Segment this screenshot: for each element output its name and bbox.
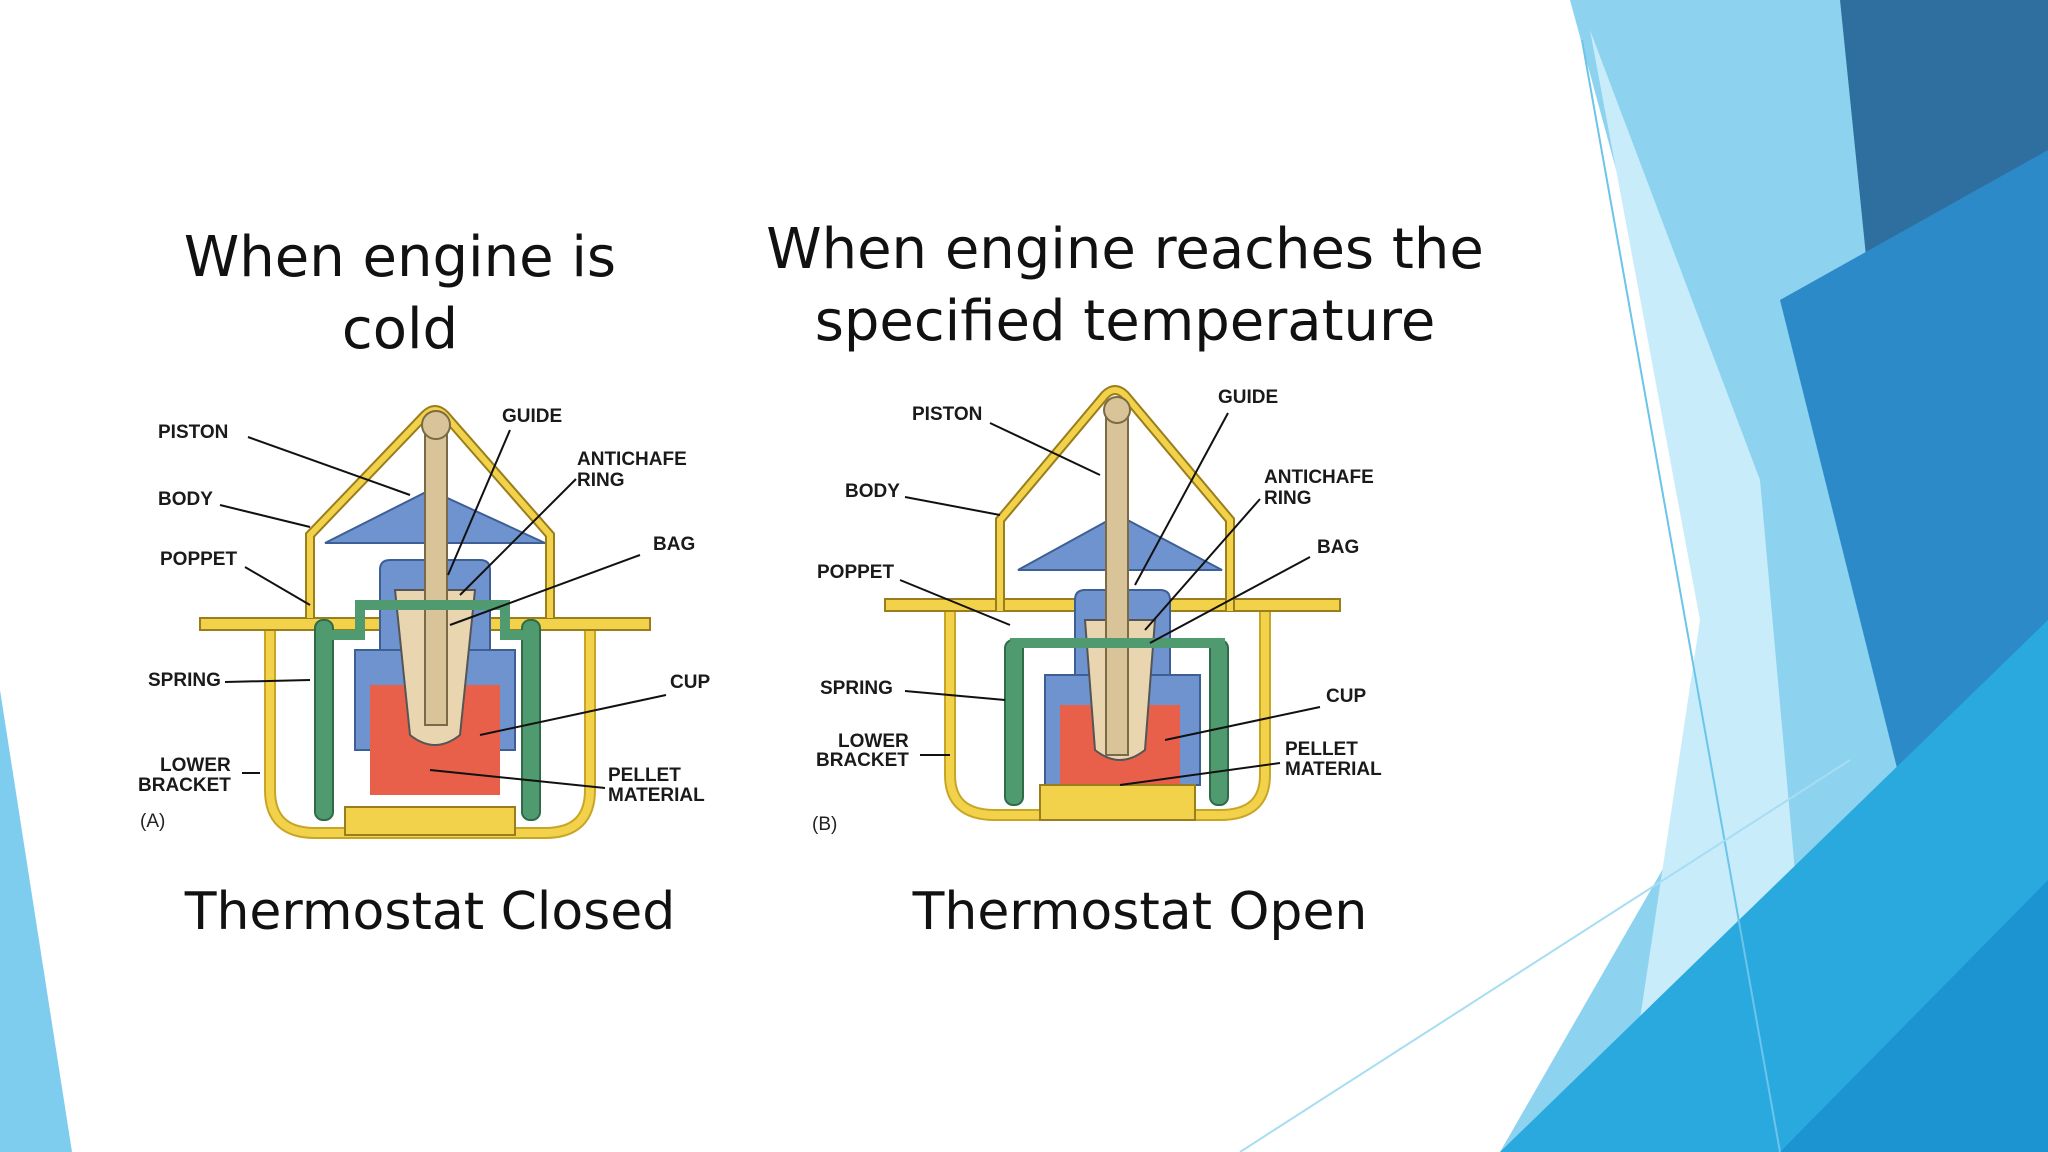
piston-rod bbox=[424, 424, 448, 726]
heading-engine-hot: When engine reaches the specified temper… bbox=[766, 217, 1484, 354]
lower-bracket bbox=[344, 806, 516, 836]
label-spring: SPRING bbox=[148, 670, 221, 691]
label-ring: RING bbox=[1264, 488, 1312, 509]
bg-mid-panel bbox=[1780, 150, 2048, 780]
caption-thermostat-closed: Thermostat Closed bbox=[184, 882, 676, 942]
piston-rod bbox=[1105, 409, 1129, 756]
spring-right bbox=[521, 619, 541, 821]
label-piston: PISTON bbox=[158, 422, 228, 443]
diagram-tag-b: (B) bbox=[812, 814, 837, 835]
label-antichafe: ANTICHAFE bbox=[577, 449, 687, 470]
label-body: BODY bbox=[158, 489, 213, 510]
caption-thermostat-open: Thermostat Open bbox=[912, 882, 1368, 942]
heading-engine-cold: When engine is cold bbox=[183, 225, 617, 362]
bg-bright-panel bbox=[1500, 620, 2048, 1152]
label-bracket: BRACKET bbox=[816, 750, 909, 771]
label-lower: LOWER bbox=[160, 755, 231, 776]
bg-corner-panel bbox=[1780, 880, 2048, 1152]
label-material: MATERIAL bbox=[1285, 759, 1382, 780]
lower-bracket bbox=[1039, 784, 1196, 821]
label-cup: CUP bbox=[670, 672, 710, 693]
label-poppet: POPPET bbox=[817, 562, 894, 583]
label-pellet: PELLET bbox=[1285, 739, 1358, 760]
label-cup: CUP bbox=[1326, 686, 1366, 707]
label-bag: BAG bbox=[653, 534, 695, 555]
label-guide: GUIDE bbox=[502, 406, 562, 427]
label-bag: BAG bbox=[1317, 537, 1359, 558]
bg-thin-line-1 bbox=[1581, 39, 1781, 1152]
spring-left bbox=[1004, 639, 1024, 806]
thermostat-closed-diagram: PISTON GUIDE ANTICHAFE RING BODY BAG POP… bbox=[138, 405, 710, 839]
label-lower: LOWER bbox=[838, 731, 909, 752]
label-guide: GUIDE bbox=[1218, 387, 1278, 408]
bg-left-sliver bbox=[0, 690, 72, 1152]
bg-thin-line-2 bbox=[1239, 759, 1851, 1152]
label-piston: PISTON bbox=[912, 404, 982, 425]
label-bracket: BRACKET bbox=[138, 775, 231, 796]
label-body: BODY bbox=[845, 481, 900, 502]
label-poppet: POPPET bbox=[160, 549, 237, 570]
diagram-tag-a: (A) bbox=[140, 811, 165, 832]
label-pellet: PELLET bbox=[608, 765, 681, 786]
spring-left bbox=[314, 619, 334, 821]
label-antichafe: ANTICHAFE bbox=[1264, 467, 1374, 488]
spring-right bbox=[1209, 639, 1229, 806]
label-material: MATERIAL bbox=[608, 785, 705, 806]
bg-pale-panel bbox=[1590, 30, 1820, 1152]
thermostat-open-diagram: PISTON GUIDE ANTICHAFE RING BODY BAG POP… bbox=[812, 385, 1382, 835]
label-spring: SPRING bbox=[820, 678, 893, 699]
label-ring: RING bbox=[577, 470, 625, 491]
